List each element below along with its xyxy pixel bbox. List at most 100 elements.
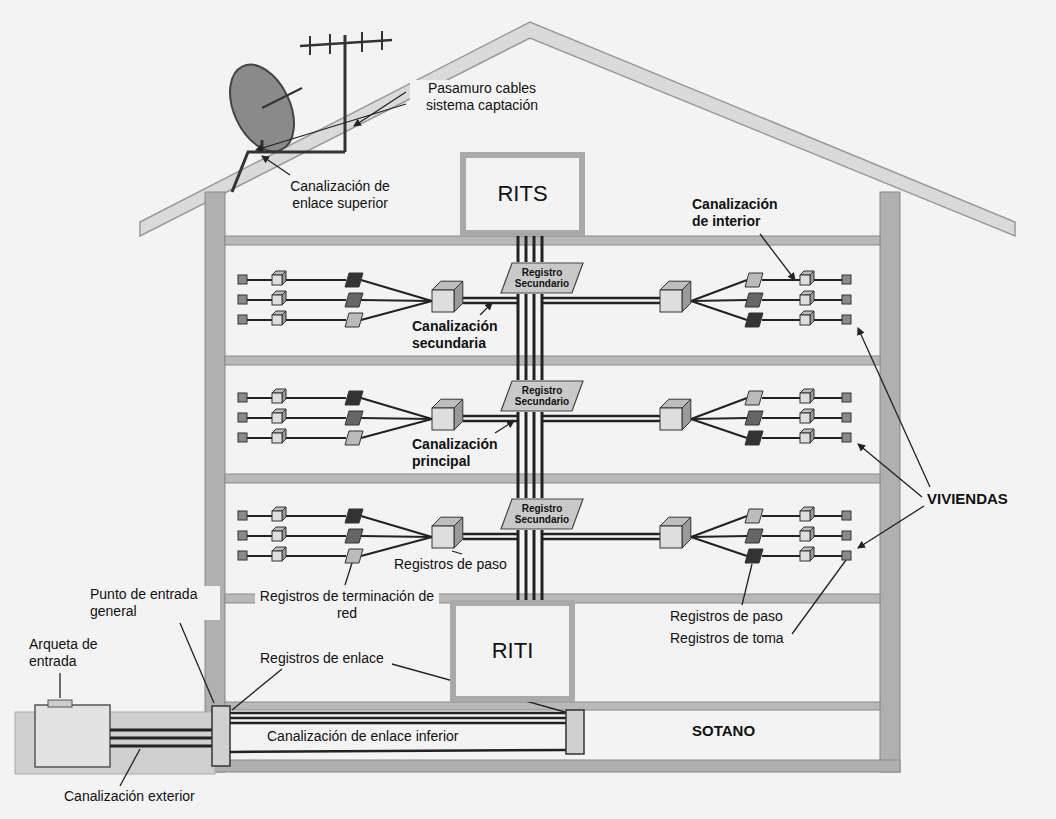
cable bbox=[542, 420, 660, 423]
main-duct-cables bbox=[518, 530, 542, 600]
register-box bbox=[810, 429, 814, 443]
cable bbox=[361, 300, 432, 301]
register-box bbox=[272, 295, 282, 305]
cable bbox=[762, 555, 800, 557]
rits-room: RITS bbox=[460, 152, 585, 236]
register-box bbox=[282, 527, 286, 541]
network-termination-plate bbox=[745, 431, 763, 445]
network-termination-plate bbox=[345, 509, 363, 523]
lower-link-duct bbox=[230, 712, 566, 715]
cable bbox=[247, 535, 272, 537]
cable bbox=[463, 533, 518, 536]
leader-line bbox=[59, 673, 60, 698]
cable bbox=[247, 397, 272, 399]
register-name: Registro Secundario bbox=[514, 385, 570, 407]
cable bbox=[286, 319, 346, 321]
cable bbox=[247, 299, 272, 301]
leader-line bbox=[760, 234, 795, 280]
register-box bbox=[282, 429, 286, 443]
main-duct-cables bbox=[518, 294, 542, 380]
network-termination-plate bbox=[345, 391, 363, 405]
room-name: RITS bbox=[497, 182, 547, 206]
cable bbox=[814, 535, 842, 537]
floor-slab bbox=[225, 474, 880, 483]
right-wall bbox=[880, 192, 900, 772]
register-box bbox=[272, 551, 282, 561]
outlet-register bbox=[842, 551, 851, 560]
cable bbox=[463, 415, 518, 418]
cable bbox=[361, 418, 432, 419]
cable bbox=[247, 555, 272, 557]
register-box bbox=[800, 531, 810, 541]
register-box bbox=[272, 315, 282, 325]
exterior-duct bbox=[110, 745, 212, 748]
network-termination-plate bbox=[745, 509, 763, 523]
dish-feed bbox=[262, 88, 302, 108]
cable bbox=[463, 538, 518, 541]
cable bbox=[691, 280, 747, 301]
plate-outline bbox=[501, 499, 583, 529]
callout-label: Registros de terminación de red bbox=[255, 588, 439, 622]
antenna-element bbox=[361, 32, 363, 52]
register-box bbox=[282, 507, 286, 521]
register-box bbox=[800, 393, 810, 403]
leader-line bbox=[742, 564, 752, 605]
cable bbox=[463, 302, 518, 305]
leader-line bbox=[858, 444, 922, 497]
cable bbox=[762, 319, 800, 321]
cable bbox=[463, 297, 518, 300]
register-box bbox=[810, 291, 814, 305]
cable bbox=[691, 418, 747, 419]
leader-line bbox=[354, 92, 406, 126]
cable-line bbox=[533, 530, 536, 600]
cable bbox=[762, 515, 800, 517]
cable bbox=[247, 437, 272, 439]
callout-label: Canalización de interior bbox=[690, 196, 794, 230]
register-box bbox=[432, 290, 454, 312]
register-box bbox=[272, 413, 282, 423]
leader-line bbox=[495, 421, 514, 433]
cable bbox=[762, 397, 800, 399]
register-box bbox=[682, 399, 691, 430]
register-box bbox=[800, 511, 810, 521]
cable bbox=[286, 515, 346, 517]
cable bbox=[814, 397, 842, 399]
register-box bbox=[282, 291, 286, 305]
cable bbox=[691, 537, 747, 556]
cable bbox=[814, 299, 842, 301]
outlet-register bbox=[238, 511, 247, 520]
secondary-register: Registro Secundario bbox=[500, 262, 584, 294]
leader-line bbox=[345, 563, 352, 585]
register-box bbox=[660, 290, 682, 312]
cable bbox=[247, 417, 272, 419]
register-box bbox=[454, 281, 463, 312]
network-termination-plate bbox=[345, 293, 363, 307]
cable-line bbox=[517, 530, 520, 600]
register-box bbox=[272, 275, 282, 285]
outlet-register bbox=[238, 295, 247, 304]
leader-line bbox=[120, 749, 140, 786]
register-box bbox=[660, 526, 682, 548]
outlet-register bbox=[842, 275, 851, 284]
floor-slab bbox=[225, 236, 880, 245]
cable-line bbox=[517, 236, 520, 262]
node-text: Registro Secundario bbox=[514, 385, 570, 407]
cable bbox=[691, 398, 747, 419]
callout-label: Registros de paso bbox=[392, 556, 509, 573]
register-box bbox=[682, 281, 691, 312]
cable bbox=[814, 417, 842, 419]
outlet-register bbox=[842, 433, 851, 442]
register-box bbox=[800, 295, 810, 305]
network-termination-plate bbox=[745, 549, 763, 563]
outlet-register bbox=[238, 551, 247, 560]
cable-line bbox=[533, 294, 536, 380]
cable bbox=[542, 538, 660, 541]
callout-label: Arqueta de entrada bbox=[27, 636, 111, 670]
cable bbox=[286, 299, 346, 301]
cable bbox=[361, 516, 432, 537]
outlet-register bbox=[842, 531, 851, 540]
register-box bbox=[272, 531, 282, 541]
register-box bbox=[810, 409, 814, 423]
network-termination-plate bbox=[345, 529, 363, 543]
register-box bbox=[282, 409, 286, 423]
